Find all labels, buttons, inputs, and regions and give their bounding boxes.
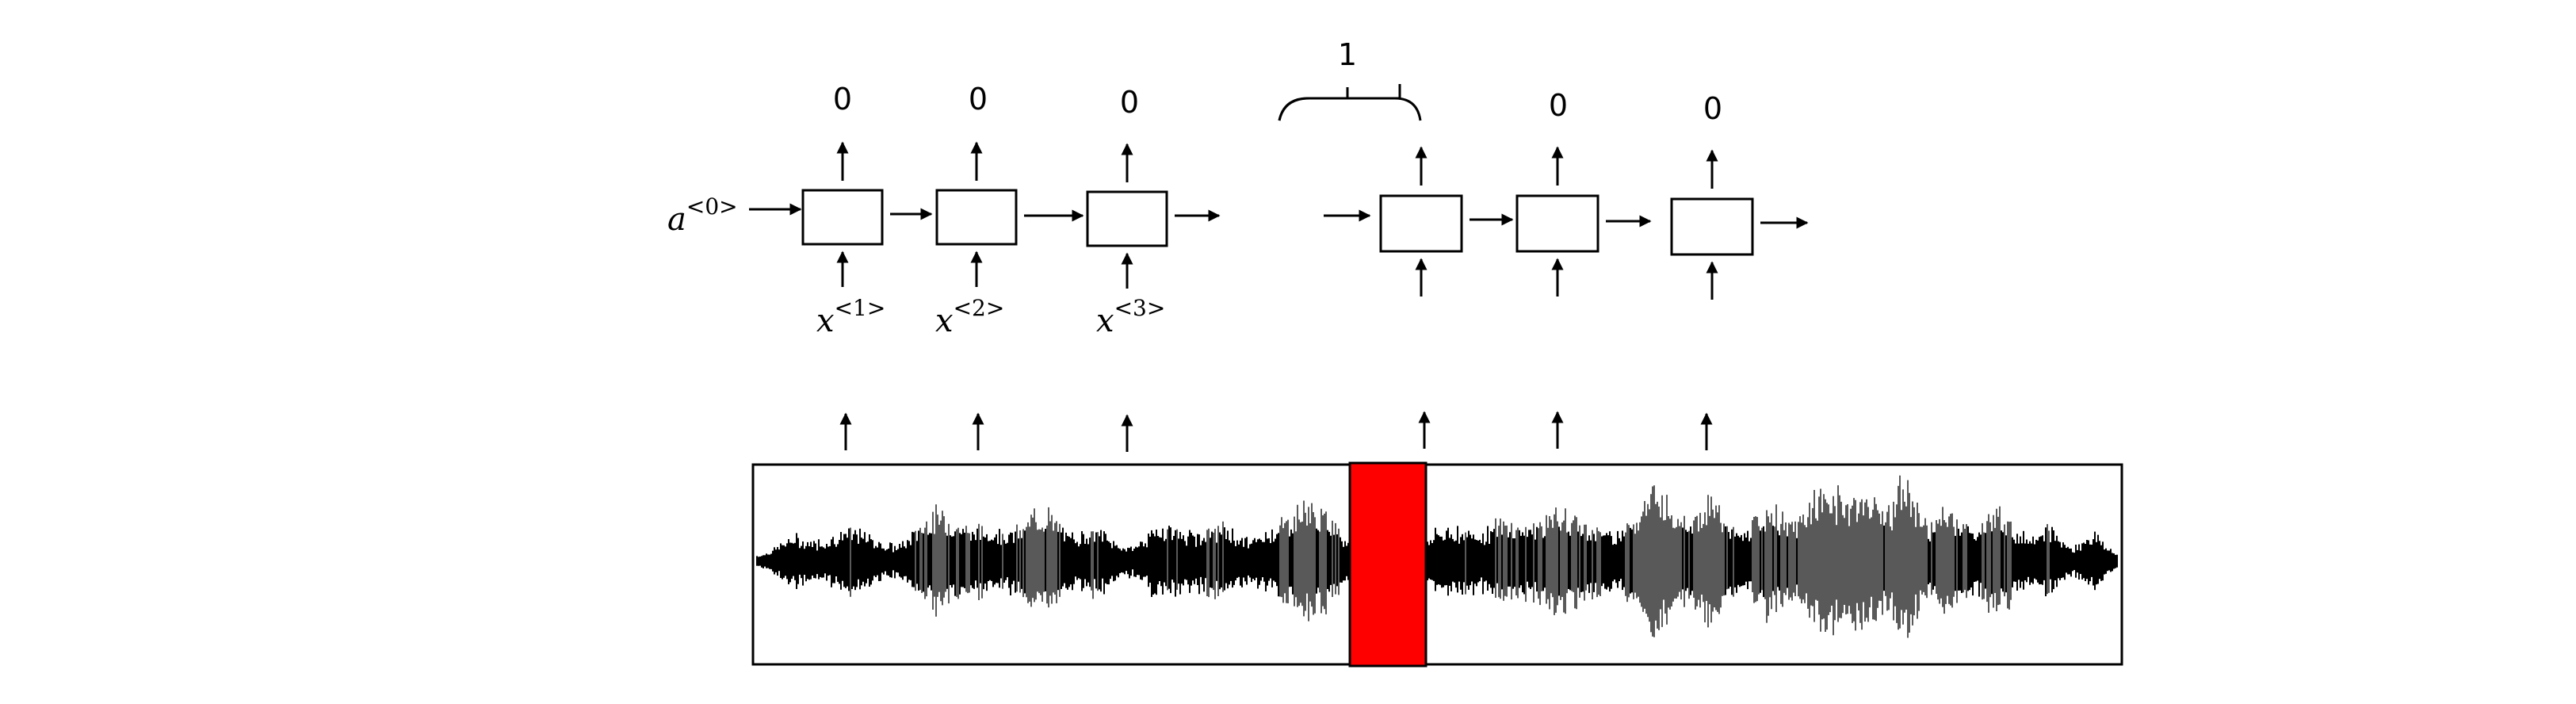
cell-6-output: 0: [1703, 91, 1722, 126]
rnn-cell-3: 0 x<3>: [1086, 85, 1168, 339]
output-bracket: 1: [1278, 37, 1422, 121]
cell-3-output: 0: [1120, 85, 1139, 120]
waveform-feed-arrows: [839, 411, 1713, 452]
cell-2-input-label: x<2>: [935, 295, 1004, 339]
initial-activation-label: a<0>: [667, 193, 738, 238]
rnn-cell-2: 0 x<2>: [935, 82, 1018, 339]
cell-1-input-label: x<1>: [816, 295, 885, 339]
trigger-word-highlight: [1348, 461, 1428, 668]
rnn-cell-4: [1379, 146, 1463, 297]
rnn-cell-1: 0 x<1>: [801, 82, 885, 339]
rnn-cell-5: 0: [1515, 88, 1599, 297]
bracket-label: 1: [1338, 37, 1357, 72]
cell-3-input-label: x<3>: [1096, 295, 1165, 339]
cell-1-output: 0: [833, 82, 852, 117]
cell-2-output: 0: [969, 82, 988, 117]
cell-5-output: 0: [1549, 88, 1568, 123]
rnn-cell-6: 0: [1670, 91, 1754, 300]
